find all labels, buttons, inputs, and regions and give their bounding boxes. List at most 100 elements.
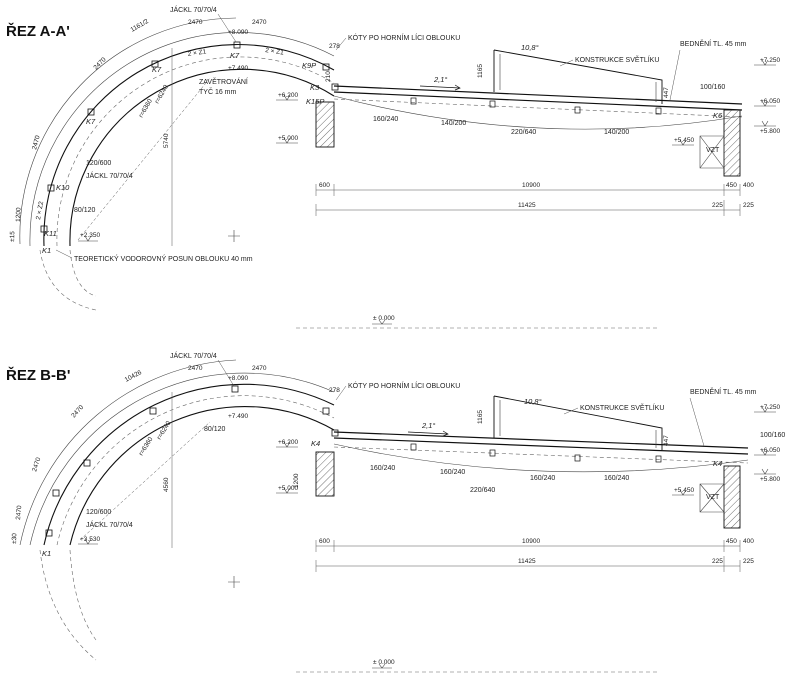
- sec-120-600: 120/600: [86, 160, 111, 167]
- bottom-b-dim-1: [315, 540, 741, 552]
- skylight-outline: [493, 49, 663, 104]
- jackl-top-b: JÁCKL 70/70/4: [170, 351, 217, 360]
- tag-k3: K3: [310, 83, 320, 92]
- dim-10900: 10900: [522, 182, 540, 189]
- slope-arrow: [419, 84, 461, 91]
- dim-600: 600: [319, 182, 330, 189]
- arc-b-2470-b: 2470: [252, 365, 267, 372]
- tag-k7-c: K7: [230, 51, 240, 60]
- level-b-7490: +7.490: [228, 413, 248, 420]
- level-5800: +5.800: [760, 128, 780, 135]
- arch-outer-dimension-line: [19, 17, 237, 245]
- level-b-8090: +8.090: [228, 375, 248, 382]
- jackl-top-b-leader: [217, 359, 235, 387]
- sec-b-160-240-d: 160/240: [604, 475, 629, 482]
- roof-bottom-line: [333, 91, 743, 111]
- bottom-dim-line-2: [315, 200, 741, 216]
- jackl-left-label: JÁCKL 70/70/4: [86, 171, 133, 180]
- konstrukce-b-leader: [563, 407, 579, 415]
- level-7490: +7.490: [228, 65, 248, 72]
- purlin-b-2: [52, 489, 60, 497]
- arch-outer-line: [43, 43, 335, 247]
- sec-220-640: 220/640: [511, 129, 536, 136]
- purlin-b-k1: [45, 529, 53, 537]
- tag-k6: K6: [713, 111, 723, 120]
- radius-b-6360: r=6360: [138, 436, 155, 457]
- tag-k1: K1: [42, 246, 51, 255]
- tag-b-k4-right: K4: [713, 459, 722, 468]
- angle-b-slope: 2,1°: [421, 421, 435, 430]
- sec-b-120-600: 120/600: [86, 509, 111, 516]
- konstrukce-leader: [559, 59, 574, 67]
- skylight-b-inner: [499, 400, 657, 448]
- level-b-7250-mark: [754, 406, 776, 413]
- zero-b-mark: [372, 663, 392, 669]
- skylight-inner: [499, 54, 657, 102]
- tag-k7-a: K7: [86, 117, 96, 126]
- sec-b-160-240-c: 160/240: [530, 475, 555, 482]
- arc-b-2470-c: 2470: [70, 404, 85, 420]
- vzt-label: VZT: [706, 147, 720, 154]
- height-5740: 5740: [163, 133, 170, 148]
- arc-z2: 2 × Z2: [35, 200, 45, 220]
- roof-b-axis: [333, 446, 749, 464]
- arch-b-outer: [43, 383, 335, 546]
- arc-dim-2470-d: 2470: [31, 134, 42, 150]
- level-b-6200: +6.200: [278, 439, 298, 446]
- level-5450-mark: [672, 139, 694, 146]
- sec-80-120: 80/120: [74, 207, 96, 214]
- dim-278: 278: [329, 43, 340, 50]
- radius-6240: r=6240: [154, 83, 170, 105]
- slope-b-arrow: [407, 430, 449, 437]
- teoreticky-label: TEORETICKÝ VODOROVNÝ POSUN OBLOUKU 40 mm: [74, 254, 253, 263]
- dim-b-1200: 1200: [293, 473, 300, 488]
- level-6050: +6.050: [760, 98, 780, 105]
- bedneni-label: BEDNĚNÍ TL. 45 mm: [680, 39, 747, 48]
- left-wall: [315, 101, 335, 148]
- arch-axis-line: [56, 56, 335, 247]
- dim-210: 210: [325, 71, 332, 82]
- roof-beam-curve: [333, 95, 743, 130]
- roof-b-bottom: [333, 437, 749, 455]
- centre-cross: [228, 230, 240, 242]
- level-b-6200-mark: [276, 441, 298, 448]
- jackl-top-leader: [217, 13, 237, 43]
- sec-box-3: [574, 106, 581, 114]
- sec-box-4: [655, 107, 662, 115]
- level-2350: +2.350: [80, 232, 100, 239]
- level-b-3530-mark: [78, 538, 98, 545]
- level-b-7250: +7.250: [760, 404, 780, 411]
- arc-dim-pm15: ±15: [9, 231, 16, 242]
- right-wall: [723, 109, 741, 177]
- tag-k9p: K9P: [302, 61, 316, 70]
- sec-140-200-b: 140/200: [604, 129, 629, 136]
- purlin-k7-b: [151, 60, 159, 68]
- level-5000: +5.000: [278, 135, 298, 142]
- purlin-k7-a: [87, 108, 95, 116]
- level-7250-mark: [754, 59, 776, 66]
- bedneni-leader: [669, 49, 681, 101]
- dim-b-278: 278: [329, 387, 340, 394]
- dim-11425: 11425: [518, 202, 536, 209]
- koty-leader: [335, 37, 347, 51]
- section-b: ŘEZ B-B' 10426 2470 2470 2470 2470 2470 …: [6, 351, 785, 673]
- sec-160-240: 160/240: [373, 116, 398, 123]
- sec-b-box-2: [489, 449, 496, 457]
- level-b-5800-mark: [754, 468, 776, 475]
- dim-b-225-b: 225: [743, 558, 754, 565]
- vzt-b: VZT: [706, 494, 720, 501]
- level-b-5000-mark: [276, 487, 298, 494]
- koty-label: KÓTY PO HORNÍM LÍCI OBLOUKU: [348, 33, 460, 42]
- dim-b-1165: 1165: [477, 410, 484, 424]
- left-wall-b: [315, 451, 335, 497]
- sec-b-box-1: [410, 443, 417, 451]
- tag-k7-b: K7: [152, 65, 162, 74]
- arc-b-10426: 10426: [124, 369, 144, 384]
- konstrukce-label: KONSTRUKCE SVĚTLÍKU: [575, 55, 659, 64]
- dim-225-a: 225: [712, 202, 723, 209]
- level-b-6050: +6.050: [760, 447, 780, 454]
- purlin-b-5: [231, 385, 239, 393]
- radius-b-6240: r=6240: [156, 420, 173, 441]
- arc-dim-2470-c: 2470: [92, 56, 107, 71]
